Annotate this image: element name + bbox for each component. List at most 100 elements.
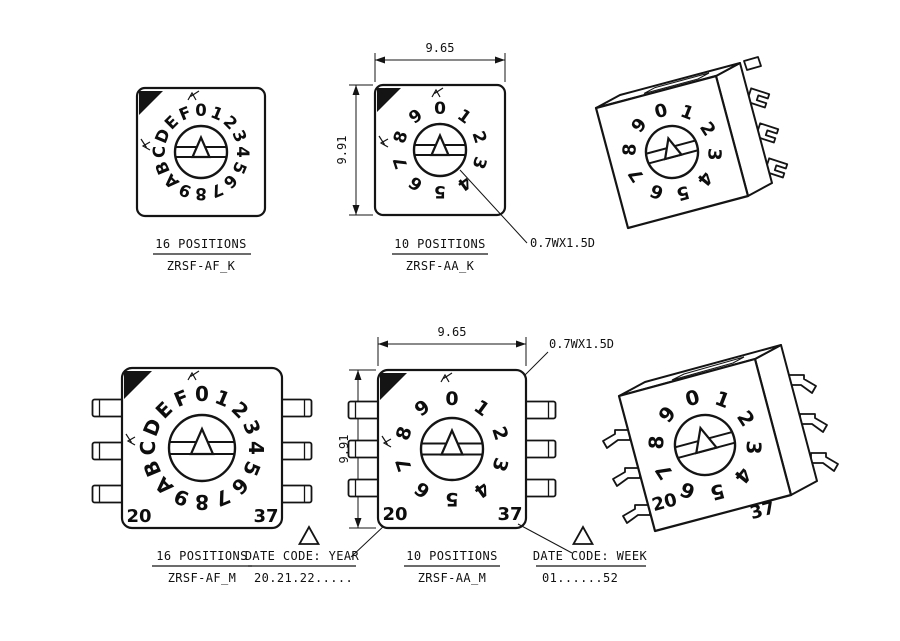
dial-char: 0: [445, 388, 458, 410]
rotor-arrow-icon: [190, 134, 212, 159]
width-dimension: 9.65: [426, 41, 455, 55]
top-face-recess: [643, 72, 710, 94]
dim-arrow-icon: [354, 370, 362, 380]
gull-wing-pin: [810, 452, 839, 472]
dial-char: 5: [434, 181, 446, 201]
leader-line: [459, 169, 528, 244]
warning-triangle-icon: [297, 525, 321, 545]
note-date-code-week: DATE CODE: WEEK 01......52: [517, 523, 648, 585]
slot-spec-label: 0.7WX1.5D: [530, 236, 595, 250]
rotor-arrow-icon: [189, 426, 215, 456]
positions-label: 16 POSITIONS: [155, 237, 247, 251]
gull-wing-pin: [602, 429, 631, 449]
smd-pin: [523, 439, 557, 459]
dial-char: 4: [233, 146, 252, 157]
week-code: 37: [253, 506, 278, 527]
dial-char: 8: [392, 424, 417, 443]
dial-char: 3: [741, 440, 766, 455]
smd-pin: [347, 439, 381, 459]
model-label: ZRSF-AF_K: [167, 259, 236, 273]
smd-pin: [91, 484, 125, 504]
corner-notch: [139, 91, 163, 115]
dial-char: 5: [445, 488, 458, 510]
warning-triangle-icon: [571, 525, 595, 545]
dial-char: 7: [390, 154, 413, 171]
gull-wing-pin: [612, 467, 641, 487]
dial-char: 8: [619, 143, 641, 157]
dial-char: 0: [652, 100, 670, 124]
rotor-arrow-icon: [439, 427, 465, 456]
model-label: ZRSF-AA_M: [418, 571, 487, 585]
smd-pin: [347, 478, 381, 498]
corner-notch: [380, 373, 407, 400]
gull-wing-pin: [622, 504, 651, 524]
dim-arrow-icon: [354, 518, 362, 528]
dial-char: 7: [392, 455, 417, 474]
smd-pin: [91, 441, 125, 461]
positions-label: 16 POSITIONS: [156, 549, 248, 563]
dial-char: 8: [390, 129, 413, 146]
height-dimension: 9.91: [337, 435, 351, 464]
dial-char: 8: [644, 435, 669, 450]
dial-char: 3: [467, 154, 490, 171]
width-dimension: 9.65: [438, 325, 467, 339]
dial-char: 5: [708, 479, 728, 506]
dial-char: D: [151, 126, 174, 146]
positions-label: 10 POSITIONS: [394, 237, 486, 251]
rotor-group: [644, 124, 700, 180]
dial-char: 3: [487, 455, 512, 474]
height-dimension: 9.91: [335, 136, 349, 165]
slot-spec-label: 0.7WX1.5D: [549, 337, 614, 351]
rotor-group: [673, 413, 737, 477]
date-code-year-values: 20.21.22.....: [254, 571, 353, 585]
rotor-arrow-icon: [663, 135, 684, 161]
dial-char: 0: [683, 385, 703, 412]
dial-char: 8: [195, 184, 206, 203]
smd-pin: [279, 441, 313, 461]
dial-char: 5: [674, 181, 692, 205]
corner-notch: [124, 371, 152, 399]
dial-char: 4: [244, 441, 268, 455]
rotor-arrow-icon: [429, 132, 451, 157]
year-code: 20: [126, 506, 151, 527]
model-label: ZRSF-AA_K: [406, 259, 475, 273]
smd-pin: [279, 484, 313, 504]
model-label: ZRSF-AF_M: [168, 571, 237, 585]
year-code: 20: [382, 504, 407, 525]
smd-pin: [279, 398, 313, 418]
dial-char: 0: [195, 101, 206, 120]
leader-line: [350, 523, 387, 558]
dial-char: C: [150, 146, 169, 158]
dim-arrow-icon: [495, 56, 505, 64]
leader-line: [517, 523, 573, 554]
positions-label: 10 POSITIONS: [406, 549, 498, 563]
dim-arrow-icon: [375, 56, 385, 64]
date-code-week-values: 01......52: [542, 571, 618, 585]
smd-pin: [523, 478, 557, 498]
dial-char: 0: [195, 382, 209, 406]
week-code: 37: [497, 504, 522, 525]
top-face-recess: [671, 356, 745, 381]
dial-char: 2: [467, 129, 490, 146]
dial-char: C: [136, 441, 160, 456]
date-code-year-label: DATE CODE: YEAR: [245, 549, 360, 563]
corner-notch: [377, 88, 401, 112]
smd-pin: [347, 400, 381, 420]
smd-pin: [523, 400, 557, 420]
rotor-arrow-icon: [694, 425, 719, 455]
dial-char: 2: [487, 424, 512, 443]
dial-char: 8: [195, 490, 209, 514]
dial-char: 0: [434, 99, 446, 119]
top-tab: [743, 56, 762, 71]
date-code-week-label: DATE CODE: WEEK: [533, 549, 648, 563]
dim-arrow-icon: [516, 340, 526, 348]
dim-arrow-icon: [378, 340, 388, 348]
